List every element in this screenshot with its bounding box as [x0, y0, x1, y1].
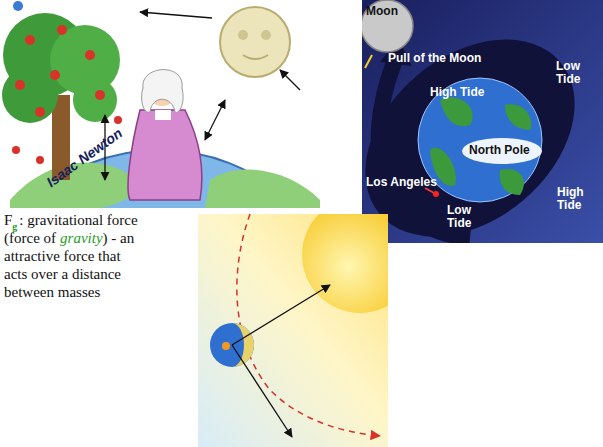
orbit-panel — [198, 214, 388, 447]
definition-term: gravity — [60, 230, 103, 247]
definition-text: ) - an — [103, 230, 135, 247]
tide-label: Low Tide — [556, 60, 598, 86]
definition-text: attractive force that — [4, 248, 121, 265]
pole-label: North Pole — [469, 144, 530, 157]
definition-text: between masses — [4, 284, 100, 301]
definition-text: (force of — [4, 230, 56, 247]
tide-label: Low Tide — [447, 204, 487, 230]
tide-label: High Tide — [557, 186, 599, 212]
definition-text: acts over a distance — [4, 266, 121, 283]
tide-label: High Tide — [430, 86, 484, 99]
tide-panel — [362, 0, 603, 243]
city-label: Los Angeles — [366, 176, 437, 189]
definition-text: : gravitational force — [19, 212, 137, 229]
moon-label: Moon — [366, 5, 398, 18]
force-symbol: F — [4, 212, 12, 229]
pull-label: Pull of the Moon — [388, 52, 481, 65]
newton-cartoon — [0, 1, 350, 208]
